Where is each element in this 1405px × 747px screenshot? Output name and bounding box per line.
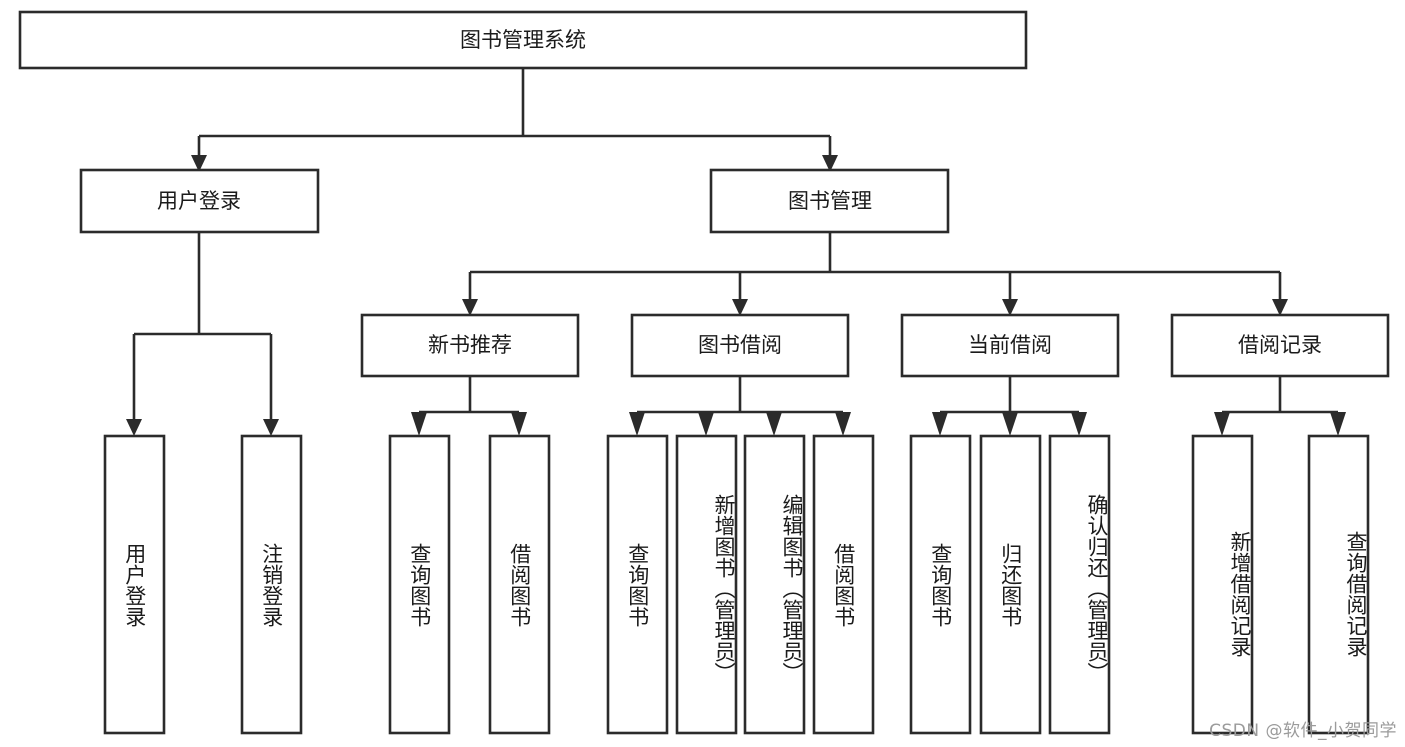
leaf-box-current-borrow-2[interactable] (979, 434, 1042, 735)
leaf-box-new-book-1[interactable] (388, 434, 451, 735)
leaf-box-user-login-1[interactable] (103, 434, 166, 735)
arrow-head-leaf-borrow-record-2 (1330, 412, 1346, 436)
arrow-head-borrow-record (1272, 299, 1288, 316)
arrow-head-leaf-new-book-1 (411, 412, 427, 436)
node-current-borrow[interactable]: 当前借阅 (900, 313, 1120, 378)
node-user-login[interactable]: 用户登录 (79, 168, 320, 234)
arrow-head-leaf-user-login-2 (263, 419, 279, 436)
leaf-box-book-borrow-2[interactable] (675, 434, 738, 735)
node-current-borrow-box[interactable] (900, 313, 1120, 378)
arrow-head-leaf-new-book-2 (511, 412, 527, 436)
node-user-login-label: 用户登录 (157, 189, 241, 213)
arrow-head-book-borrow (732, 299, 748, 316)
connector-group-current-borrow (932, 376, 1087, 436)
node-book-borrow-label: 图书借阅 (698, 333, 782, 357)
connector-group-root (191, 68, 838, 172)
arrow-head-leaf-book-borrow-3 (766, 412, 782, 436)
node-root[interactable]: 图书管理系统 (18, 10, 1028, 70)
leaf-box-new-book-2[interactable] (488, 434, 551, 735)
arrow-head-leaf-book-borrow-2 (698, 412, 714, 436)
leaf-box-book-borrow-3[interactable] (743, 434, 806, 735)
connector-group-new-book (411, 376, 527, 436)
node-book-manage-label: 图书管理 (788, 189, 872, 213)
arrow-head-leaf-book-borrow-4 (835, 412, 851, 436)
leaf-box-current-borrow-3[interactable] (1048, 434, 1111, 735)
arrow-head-new-book (462, 299, 478, 316)
arrow-head-leaf-current-borrow-3 (1071, 412, 1087, 436)
leaf-box-book-borrow-1[interactable] (606, 434, 669, 735)
connector-group-book-borrow (629, 376, 851, 436)
connector-group-borrow-record (1214, 376, 1346, 436)
node-book-manage-box[interactable] (709, 168, 950, 234)
node-book-manage[interactable]: 图书管理 (709, 168, 950, 234)
node-borrow-record-box[interactable] (1170, 313, 1390, 378)
arrow-head-leaf-borrow-record-1 (1214, 412, 1230, 436)
leaf-box-current-borrow-1[interactable] (909, 434, 972, 735)
node-borrow-record-label: 借阅记录 (1238, 333, 1322, 357)
leaf-box-borrow-record-2[interactable] (1307, 434, 1370, 735)
node-user-login-box[interactable] (79, 168, 320, 234)
arrow-head-leaf-book-borrow-1 (629, 412, 645, 436)
connector-group-book-manage (462, 232, 1288, 316)
connector-group-user-login (126, 232, 279, 436)
arrow-head-book-manage (822, 155, 838, 172)
node-root-box[interactable] (18, 10, 1028, 70)
leaf-box-book-borrow-4[interactable] (812, 434, 875, 735)
leaf-box-user-login-2[interactable] (240, 434, 303, 735)
arrow-head-leaf-user-login-1 (126, 419, 142, 436)
arrow-head-leaf-current-borrow-2 (1002, 412, 1018, 436)
node-book-borrow[interactable]: 图书借阅 (630, 313, 850, 378)
arrow-head-leaf-current-borrow-1 (932, 412, 948, 436)
arrow-head-user-login (191, 155, 207, 172)
node-new-book-recommend-label: 新书推荐 (428, 333, 512, 357)
arrow-head-current-borrow (1002, 299, 1018, 316)
node-book-borrow-box[interactable] (630, 313, 850, 378)
node-new-book-recommend[interactable]: 新书推荐 (360, 313, 580, 378)
leaf-box-borrow-record-1[interactable] (1191, 434, 1254, 735)
node-borrow-record[interactable]: 借阅记录 (1170, 313, 1390, 378)
node-current-borrow-label: 当前借阅 (968, 333, 1052, 357)
node-root-label: 图书管理系统 (460, 28, 586, 52)
node-new-book-recommend-box[interactable] (360, 313, 580, 378)
